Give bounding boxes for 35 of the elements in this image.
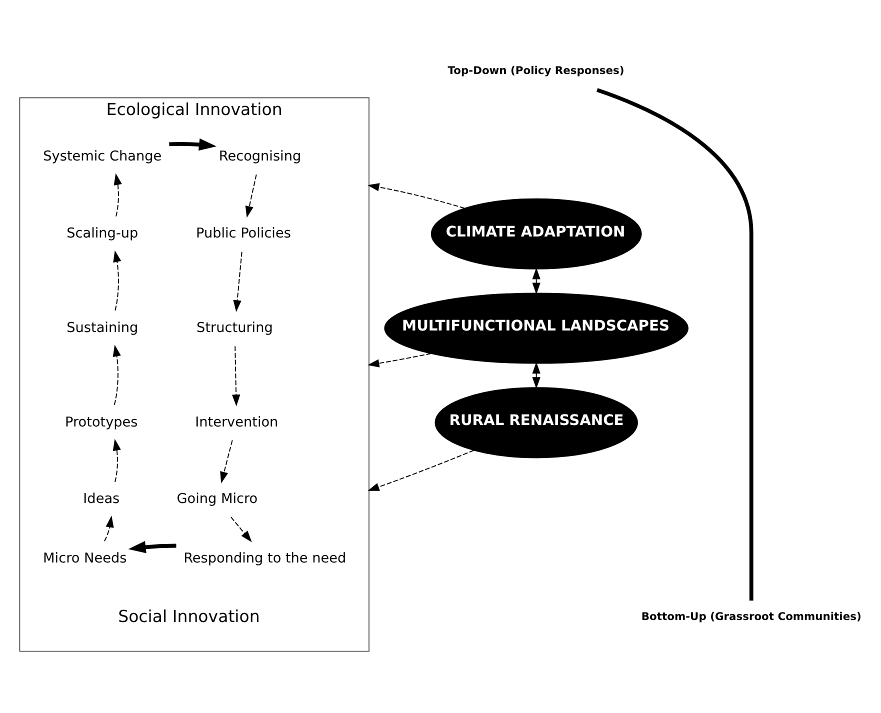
node-text: Structuring: [196, 319, 273, 336]
node-text: Systemic Change: [43, 148, 162, 164]
arrow: [368, 182, 465, 208]
arrow: [532, 361, 540, 388]
arrow: [112, 344, 121, 405]
arrow: [368, 449, 474, 490]
node-text: Micro Needs: [43, 550, 127, 566]
node-text: Intervention: [195, 414, 278, 430]
node-text: Recognising: [218, 148, 302, 164]
arrow: [113, 250, 122, 310]
node-text: Going Micro: [176, 490, 258, 507]
node-ellipse: RURAL RENAISSANCE: [434, 386, 638, 458]
arrow: [104, 515, 114, 542]
arrow: [368, 352, 432, 367]
node-ellipse: MULTIFUNCTIONAL LANDSCAPES: [384, 292, 688, 364]
arrow: [245, 174, 257, 218]
node-text: Top-Down (Policy Responses): [448, 64, 624, 77]
node-text: Public Policies: [196, 225, 291, 242]
node-ellipse: CLIMATE ADAPTATION: [430, 198, 642, 269]
arrow: [532, 267, 540, 294]
node-text: Responding to the need: [184, 550, 346, 566]
arrow: [220, 439, 233, 483]
arrow: [232, 345, 240, 406]
arrow: [112, 438, 121, 482]
node-text: Scaling-up: [66, 225, 138, 242]
node-text: Ideas: [83, 490, 120, 507]
arrow: [233, 250, 242, 312]
arrow: [114, 172, 122, 216]
node-text: Prototypes: [65, 414, 138, 430]
arrow: [169, 138, 217, 150]
arrow: [230, 516, 252, 542]
node-text: Bottom-Up (Grassroot Communities): [641, 609, 862, 622]
connector: [596, 88, 754, 600]
node-text: Sustaining: [66, 319, 138, 336]
arrow: [128, 540, 176, 553]
